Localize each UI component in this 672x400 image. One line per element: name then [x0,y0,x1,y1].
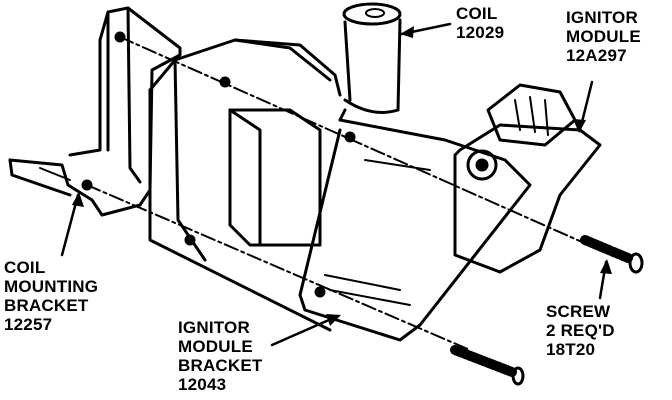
label-coil-mounting-bracket: COIL MOUNTING BRACKET 12257 [4,258,98,334]
screw-quantity: 2 REQ'D [546,321,615,340]
label-coil: COIL 12029 [456,4,504,42]
coil-mounting-bracket-line2: MOUNTING [4,277,99,296]
ignitor-module-line2: MODULE [566,27,641,46]
ignitor-module-part-number: 12A297 [566,46,627,65]
arrowhead-ignitor-module [573,119,586,133]
ignitor-module [453,83,602,274]
coil-tower [342,2,402,114]
alignment-line-lower [86,184,471,351]
coil-mounting-bracket-line3: BRACKET [4,296,89,315]
coil-name: COIL [456,4,498,23]
ignitor-module-bracket-part-number: 12043 [178,375,227,394]
coil-mounting-bracket-line1: COIL [4,258,46,277]
screw-upper [580,235,644,274]
coil-mounting-bracket [8,6,182,217]
coil-body [148,38,342,332]
label-screw: SCREW 2 REQ'D 18T20 [546,302,615,359]
screw-name: SCREW [546,302,611,321]
ignitor-module-line1: IGNITOR [566,8,638,27]
arrowhead-coil [400,26,414,38]
screw-lower [450,345,525,386]
label-ignitor-module-bracket: IGNITOR MODULE BRACKET 12043 [178,318,263,394]
leader-ignitor-module-bracket [270,314,340,347]
coil-part-number: 12029 [456,23,505,42]
ignitor-module-bracket-line1: IGNITOR [178,318,250,337]
ignitor-module-bracket-line2: MODULE [178,337,253,356]
arrowhead-ignitor-module-bracket [326,314,341,326]
coil-mounting-bracket-part-number: 12257 [4,315,53,334]
ignitor-module-bracket-line3: BRACKET [178,356,263,375]
arrowhead-coil-mounting-bracket [72,192,84,207]
alignment-line-upper [119,36,601,251]
screw-part-number: 18T20 [546,340,596,359]
arrowhead-screw [600,259,612,274]
label-ignitor-module: IGNITOR MODULE 12A297 [566,8,641,65]
ignitor-module-bracket [298,108,532,342]
